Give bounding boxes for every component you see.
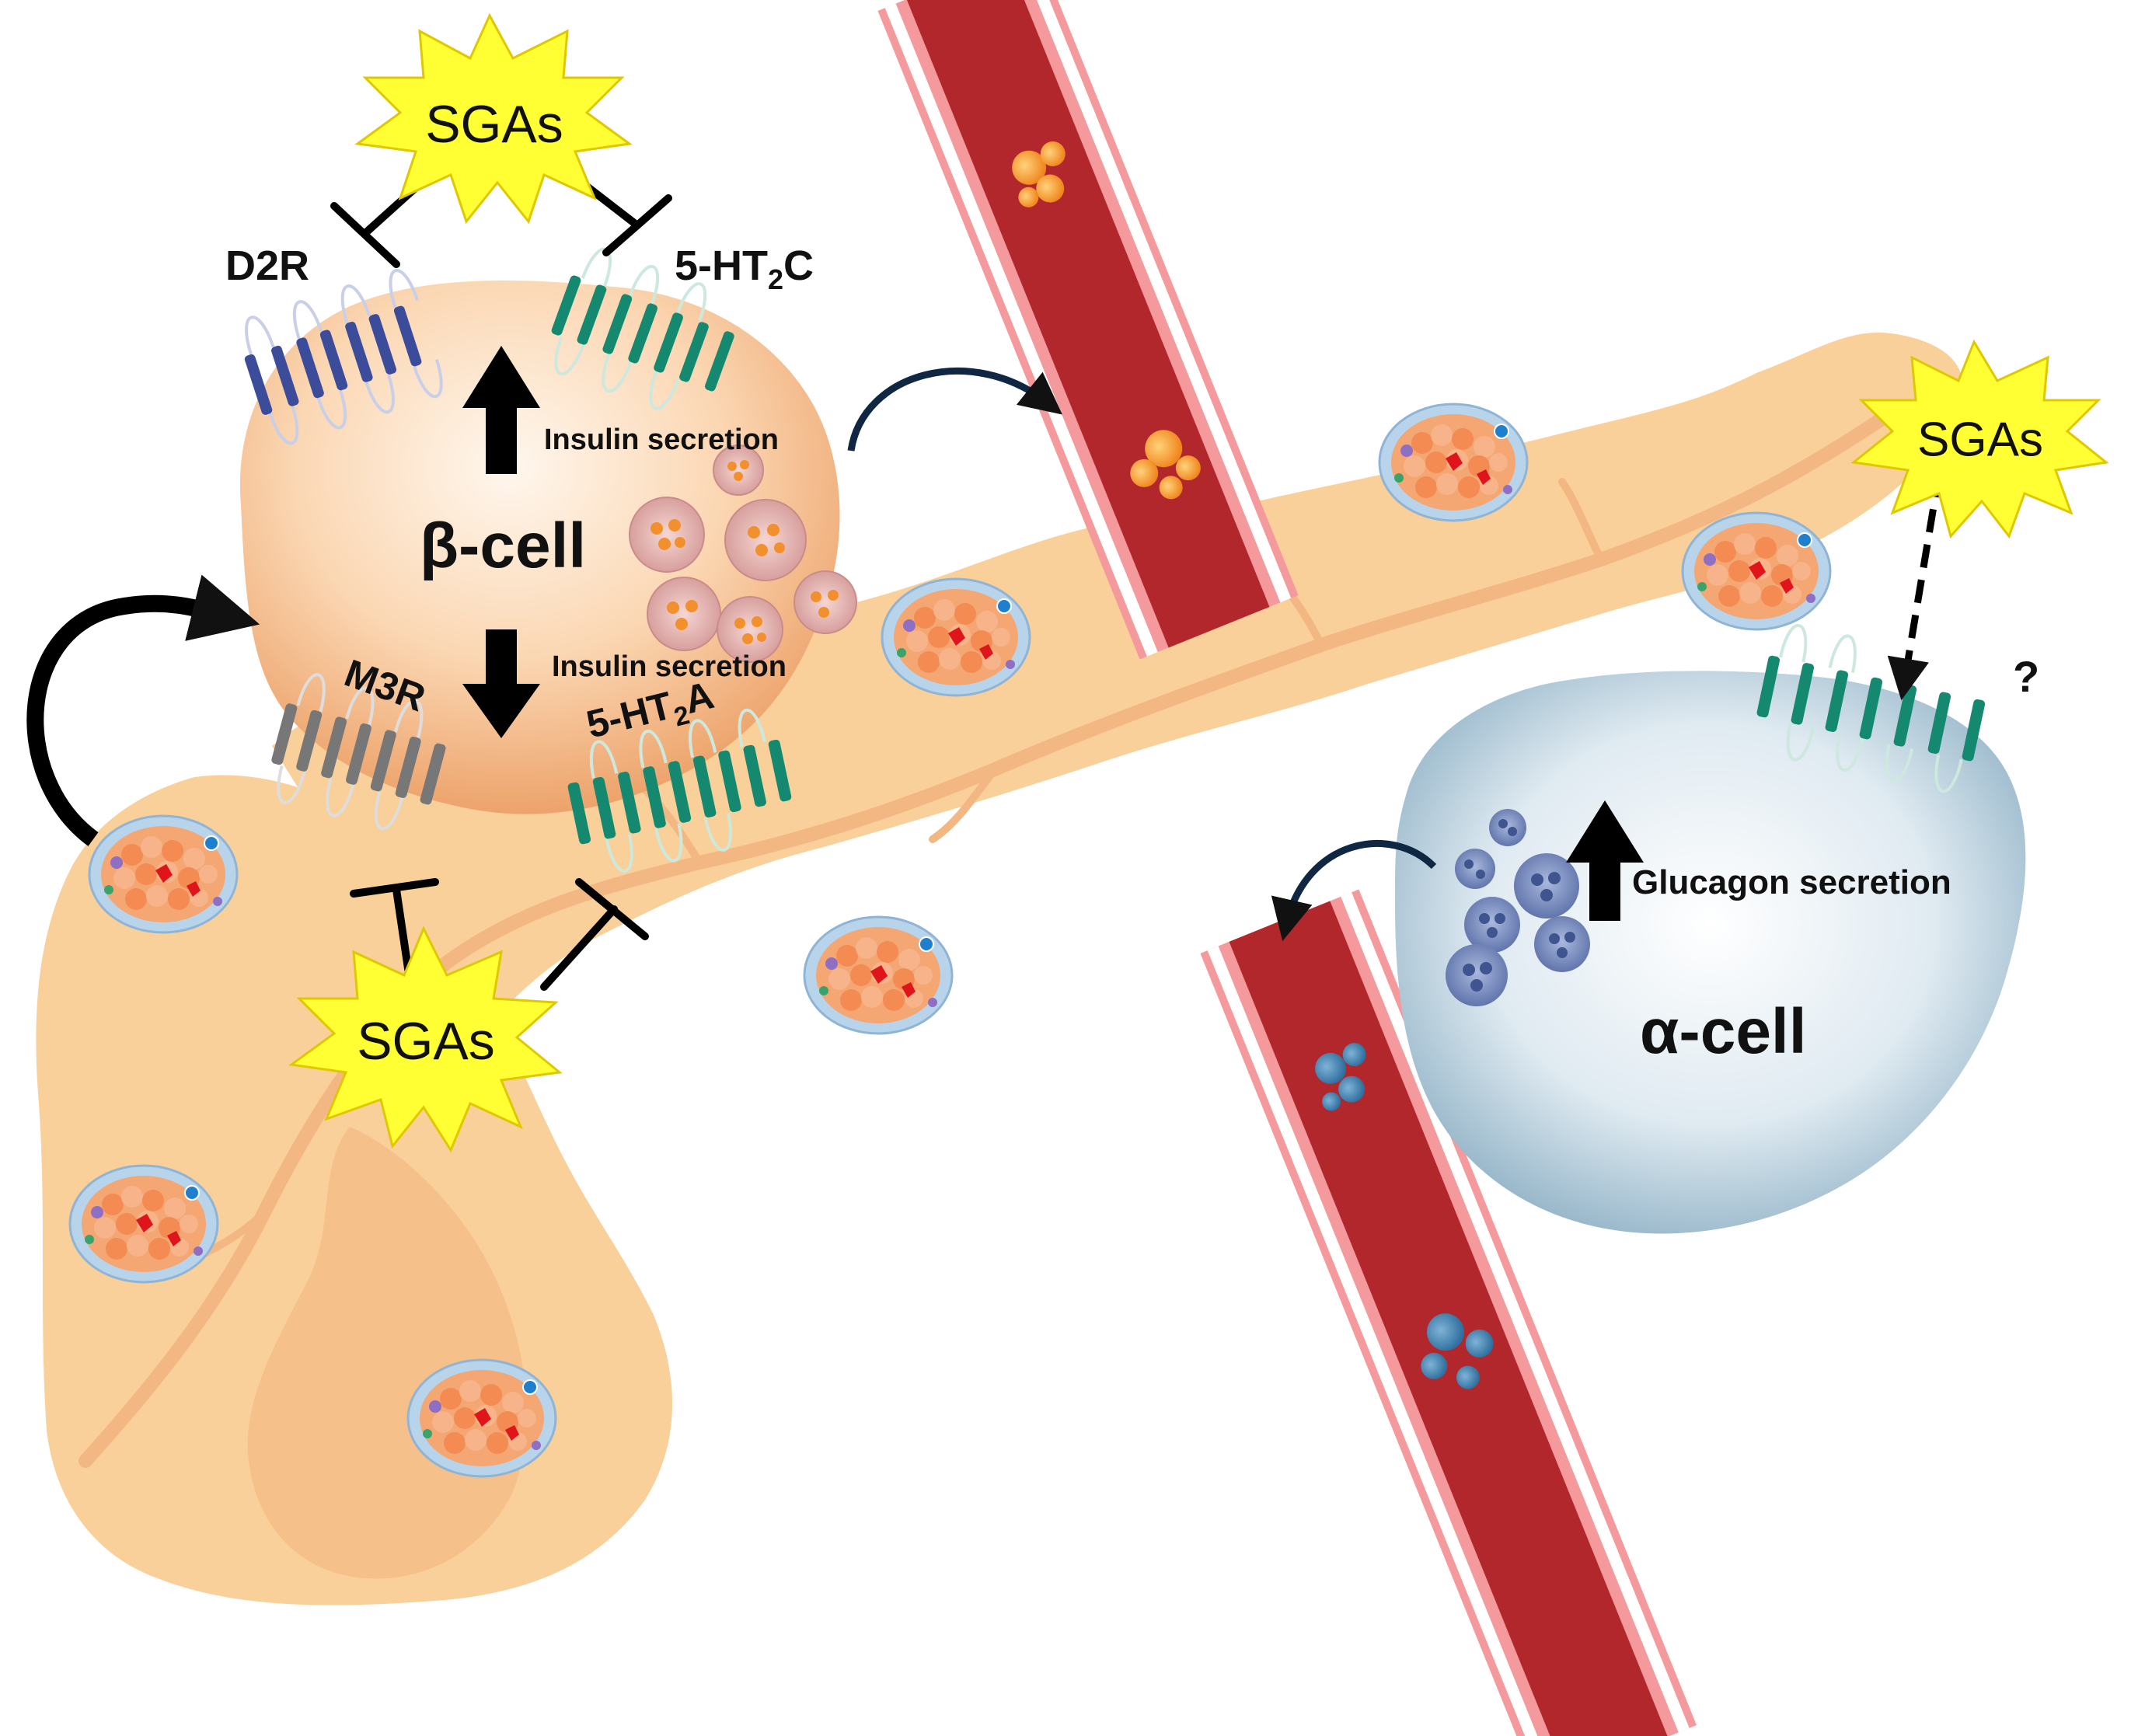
d2r-receptor [244,269,443,445]
question-mark-label: ? [2013,652,2039,701]
blood-vessel-top [877,0,1299,660]
islet-icon [803,915,954,1035]
glucagon-up-label: Glucagon secretion [1632,863,1951,901]
sgas-top-label: SGAs [425,95,563,154]
insulin-granules-in-cell [629,444,857,663]
inhibit-m3r-bar [350,878,439,898]
insulin-down-label: Insulin secretion [552,650,786,683]
insulin-granules-in-blood [1012,141,1201,500]
alpha-cell-receptor [1756,623,1986,793]
ht2c-receptor [551,247,734,410]
insulin-up-arrow [462,346,540,474]
pancreas-tail-body [272,333,1963,1058]
glucagon-up-arrow [1566,800,1644,921]
ht2c-label: 5-HT2C [675,242,814,295]
blood-vessel-bottom [1200,889,1697,1736]
alpha-cell [1395,623,2026,1234]
alpha-cell-body [1395,671,2026,1234]
pancreatic-duct [78,413,1888,1468]
inhibit-ht2a-bar [575,878,649,940]
islet-icon [1378,403,1529,522]
beta-to-blood-arrow [847,368,1062,451]
islet-icon [88,814,239,934]
islet-icon [406,1358,557,1478]
glucagon-granules-in-blood [1315,1043,1494,1389]
sgas-burst-top: SGAs [354,12,633,225]
alpha-cell-label: α-cell [1640,996,1807,1067]
glucagon-granules-in-cell [1446,809,1590,1006]
insulin-down-arrow [462,629,540,738]
inhibit-d2r-bar [330,202,400,268]
sgas-burst-bottom: SGAs [288,926,563,1153]
islet-icon [68,1164,219,1284]
beta-cell [239,247,857,873]
sgas-right-label: SGAs [1917,413,2043,466]
beta-cell-body [239,281,840,814]
islet-icon [881,577,1031,697]
sgas-burst-right: SGAs [1850,339,2109,539]
inhibit-ht2c-bar [602,194,672,256]
islet-icon [1681,511,1832,631]
alpha-to-blood-arrow [1271,840,1437,942]
d2r-label: D2R [225,242,309,289]
insulin-up-label: Insulin secretion [544,424,779,456]
ht2a-receptor [567,708,792,873]
sgas-bottom-label: SGAs [357,1012,495,1071]
islet-to-beta-arrow [26,574,260,846]
m3r-receptor [271,673,446,831]
beta-cell-label: β-cell [420,511,586,581]
inhibit-ht2a-line [540,905,618,991]
